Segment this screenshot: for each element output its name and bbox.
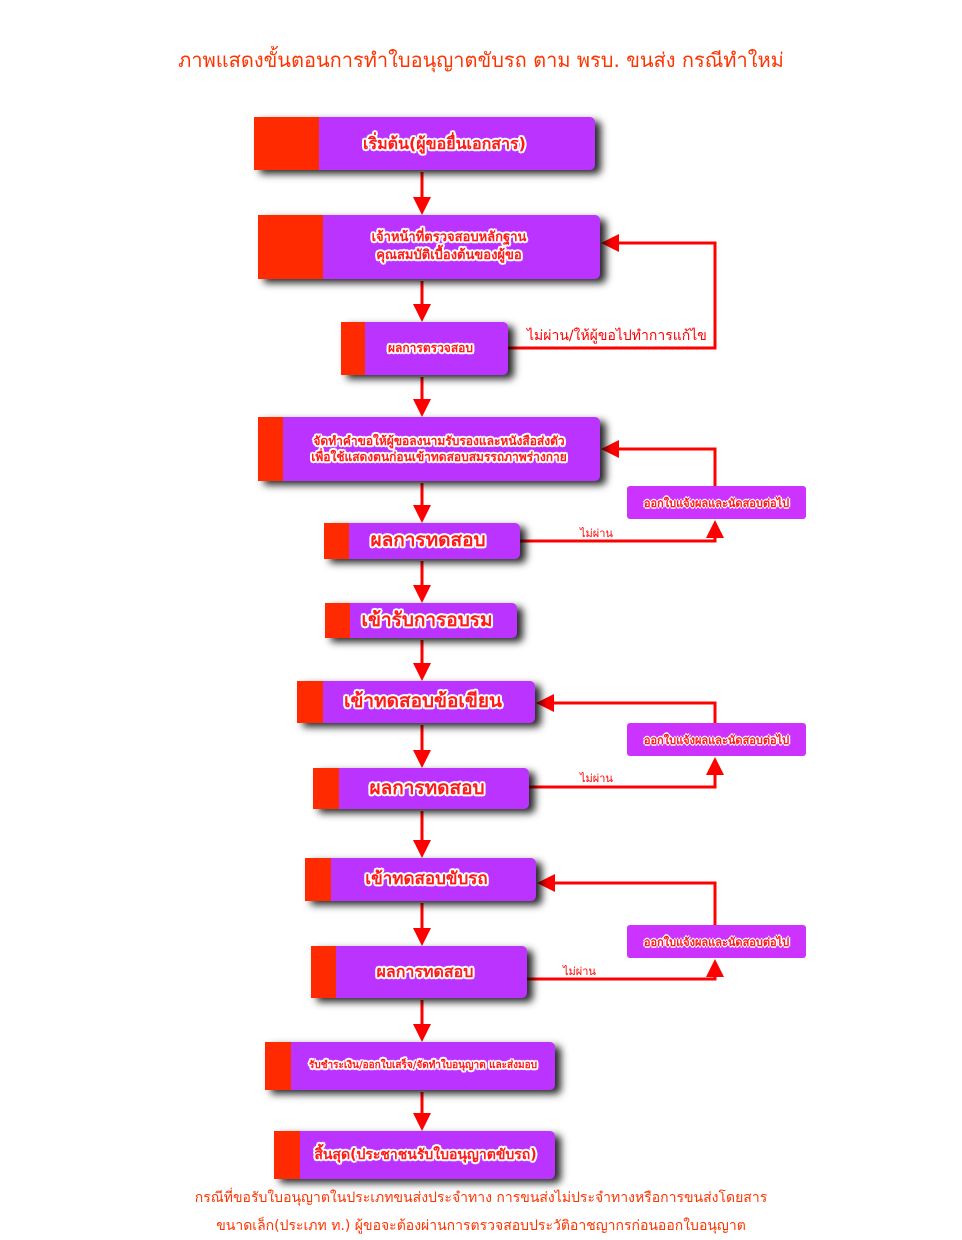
fail-fix-label: ไม่ผ่าน/ให้ผู้ขอไปทำการแก้ไข	[527, 328, 707, 344]
feedback-arrow	[537, 874, 717, 925]
feedback-arrow	[529, 757, 724, 789]
step-start: เริ่มต้น(ผู้ขอยื่นเอกสาร)	[254, 117, 595, 170]
notice-box: ออกใบแจ้งผลและนัดสอบต่อไป	[627, 723, 806, 756]
fail-label: ไม่ผ่าน	[580, 772, 613, 785]
feedback-arrow	[508, 234, 717, 350]
step-check-documents: เจ้าหน้าที่ตรวจสอบหลักฐาน คุณสมบัติเบื้อ…	[258, 215, 600, 279]
page-title: ภาพแสดงขั้นตอนการทำใบอนุญาตขับรถ ตาม พรบ…	[178, 48, 784, 72]
step-written-test: เข้าทดสอบข้อเขียน	[297, 681, 535, 723]
step-physical-test-result: ผลการทดสอบ	[324, 523, 520, 559]
step-check-result: ผลการตรวจสอบ	[341, 322, 508, 375]
step-driving-test: เข้าทดสอบขับรถ	[305, 858, 536, 901]
feedback-arrow	[601, 440, 717, 486]
feedback-arrow	[527, 959, 724, 981]
step-driving-test-result: ผลการทดสอบ	[311, 946, 527, 998]
step-written-test-result: ผลการทดสอบ	[313, 768, 529, 809]
feedback-arrow	[536, 694, 717, 723]
step-end: สิ้นสุด(ประชาชนรับใบอนุญาตขับรถ)	[274, 1131, 555, 1179]
feedback-arrow	[520, 520, 724, 543]
fail-label: ไม่ผ่าน	[580, 527, 613, 540]
step-training: เข้ารับการอบรม	[325, 603, 517, 638]
fail-label: ไม่ผ่าน	[563, 965, 596, 978]
footnote-line: กรณีที่ขอรับใบอนุญาตในประเภทขนส่งประจำทา…	[194, 1190, 768, 1206]
step-payment-issue: รับชำระเงิน/ออกใบเสร็จ/จัดทำใบอนุญาต และ…	[265, 1042, 555, 1090]
step-prepare-request: จัดทำคำขอให้ผู้ขอลงนามรับรองและหนังสือส่…	[258, 417, 600, 481]
notice-box: ออกใบแจ้งผลและนัดสอบต่อไป	[627, 486, 806, 519]
notice-box: ออกใบแจ้งผลและนัดสอบต่อไป	[627, 925, 806, 958]
footnote-line: ขนาดเล็ก(ประเภท ท.) ผู้ขอจะต้องผ่านการตร…	[216, 1218, 746, 1234]
